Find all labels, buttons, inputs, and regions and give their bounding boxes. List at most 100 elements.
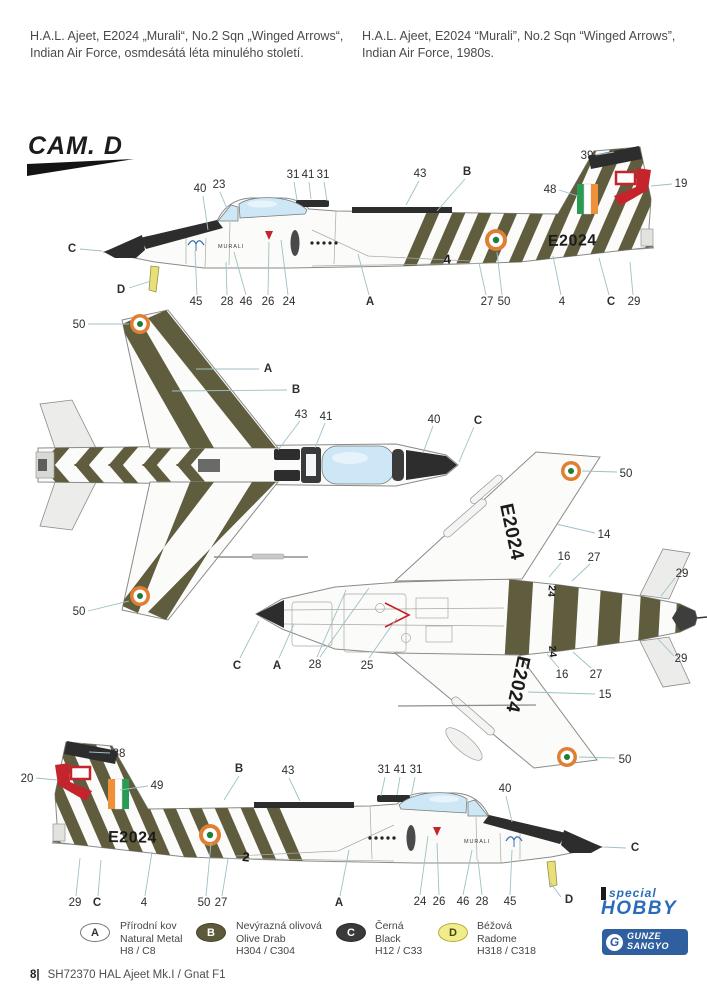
callout-label: 50 [498, 296, 511, 308]
wing-underside-right [393, 451, 601, 582]
callout-label: 26 [262, 296, 275, 308]
callout-label: B [292, 384, 300, 396]
gunze-icon: G [606, 933, 623, 951]
callout-label: 4 [141, 897, 148, 909]
callout-label: 43 [282, 765, 295, 777]
callout-leader-line [581, 470, 618, 473]
serial-fragment: 2 [242, 849, 251, 865]
callout-label: A [366, 296, 374, 308]
callout-label: C [233, 660, 241, 672]
red-warning-triangle [433, 827, 441, 836]
callout-label: 40 [428, 414, 441, 426]
intake [290, 230, 300, 256]
callout-label: 24 [283, 296, 296, 308]
serial-number: E2024 [108, 829, 157, 847]
canopy-rear-frame [392, 449, 404, 481]
logo-bar [601, 886, 606, 900]
callout-label: 50 [73, 606, 86, 618]
red-warning-triangle [265, 231, 273, 240]
serial-fragment: 24 [545, 585, 557, 598]
roundel [130, 586, 150, 606]
callout-leader-line [225, 261, 228, 296]
callout-label: D [117, 284, 125, 296]
callout-leader-line [477, 859, 483, 896]
anti-glare-plan [406, 450, 457, 480]
callout-leader-line [308, 181, 312, 200]
nose-name: MURALI [218, 244, 244, 250]
page-footer: 8|SH72370 HAL Ajeet Mk.I / Gnat F1 [30, 969, 226, 981]
squadron-bird-emblem [187, 240, 205, 251]
callout-leader-line [280, 239, 289, 296]
gunze-line2: SANGYO [627, 941, 670, 951]
rudder-red-marking [614, 168, 651, 206]
callout-label: 19 [675, 178, 688, 190]
gun-blast-tube [397, 704, 537, 707]
callout-label: 28 [309, 659, 322, 671]
callout-label: A [273, 660, 281, 672]
callout-leader-line [509, 849, 513, 896]
callout-label: 29 [69, 897, 82, 909]
underwing-store [470, 474, 503, 505]
callout-leader-line [555, 523, 596, 534]
callout-label: 31 [317, 169, 330, 181]
canopy-highlight [247, 200, 277, 208]
callout-label: 39 [581, 150, 594, 162]
callout-label: D [565, 894, 573, 906]
header-text-czech: H.A.L. Ajeet, E2024 „Murali“, No.2 Sqn „… [30, 29, 344, 60]
callout-label: 26 [433, 896, 446, 908]
callout-leader-line [277, 420, 301, 451]
callout-label: 45 [504, 896, 517, 908]
callout-label: 49 [151, 780, 164, 792]
callout-label: 46 [457, 896, 470, 908]
callout-leader-line [496, 251, 503, 296]
callout-leader-line [314, 422, 326, 449]
black-nose-cone [104, 235, 145, 258]
callout-leader-line [119, 785, 149, 791]
callout-label: B [463, 166, 471, 178]
callout-leader-line [323, 181, 328, 202]
callout-leader-line [552, 255, 562, 296]
cam-wedge [27, 159, 134, 176]
serial-number: E2024 [548, 232, 597, 250]
anti-glare-panel [140, 220, 223, 249]
logo-special-text: special [609, 886, 657, 900]
callout-label: 25 [361, 660, 374, 672]
black-nose-underside [256, 600, 284, 628]
canopy-rear-panel [296, 200, 329, 207]
callout-label: 41 [320, 411, 333, 423]
callout-label: A [335, 897, 343, 909]
callout-leader-line [267, 241, 270, 296]
callout-label: 29 [628, 296, 641, 308]
callout-leader-line [357, 253, 370, 296]
callout-leader-line [202, 195, 209, 231]
callout-leader-line [458, 426, 475, 463]
callout-leader-line [319, 587, 370, 658]
callout-label: C [93, 897, 101, 909]
yellow-pitot-blade [148, 265, 160, 293]
callout-label: 27 [215, 897, 228, 909]
tailplane-underside [639, 636, 691, 688]
underside-view: E2024 E2024 24 24 [254, 451, 707, 769]
callout-leader-line [79, 248, 103, 252]
callout-label: 29 [675, 653, 688, 665]
callout-leader-line [288, 777, 301, 802]
gun-ports [368, 836, 396, 840]
dorsal-black-strip [352, 207, 452, 213]
callout-leader-line [629, 261, 634, 296]
nose-name: MURALI [464, 839, 490, 845]
roundel [557, 747, 577, 767]
callout-leader-line [293, 181, 298, 201]
serial-fragment: 4 [443, 251, 452, 267]
callout-leader-line [578, 756, 616, 759]
callout-leader-line [128, 280, 152, 289]
callout-leader-line [410, 776, 416, 798]
callout-leader-line [221, 858, 229, 897]
callout-label: 48 [544, 184, 557, 196]
spine-fairing [198, 459, 220, 472]
callout-leader-line [548, 880, 562, 898]
callout-label: 29 [676, 568, 689, 580]
callout-label: 46 [240, 296, 253, 308]
side-profile-right-view: E2024 MURALI 2 [108, 827, 523, 865]
callout-label: 14 [598, 529, 611, 541]
gun-ports [310, 241, 338, 245]
